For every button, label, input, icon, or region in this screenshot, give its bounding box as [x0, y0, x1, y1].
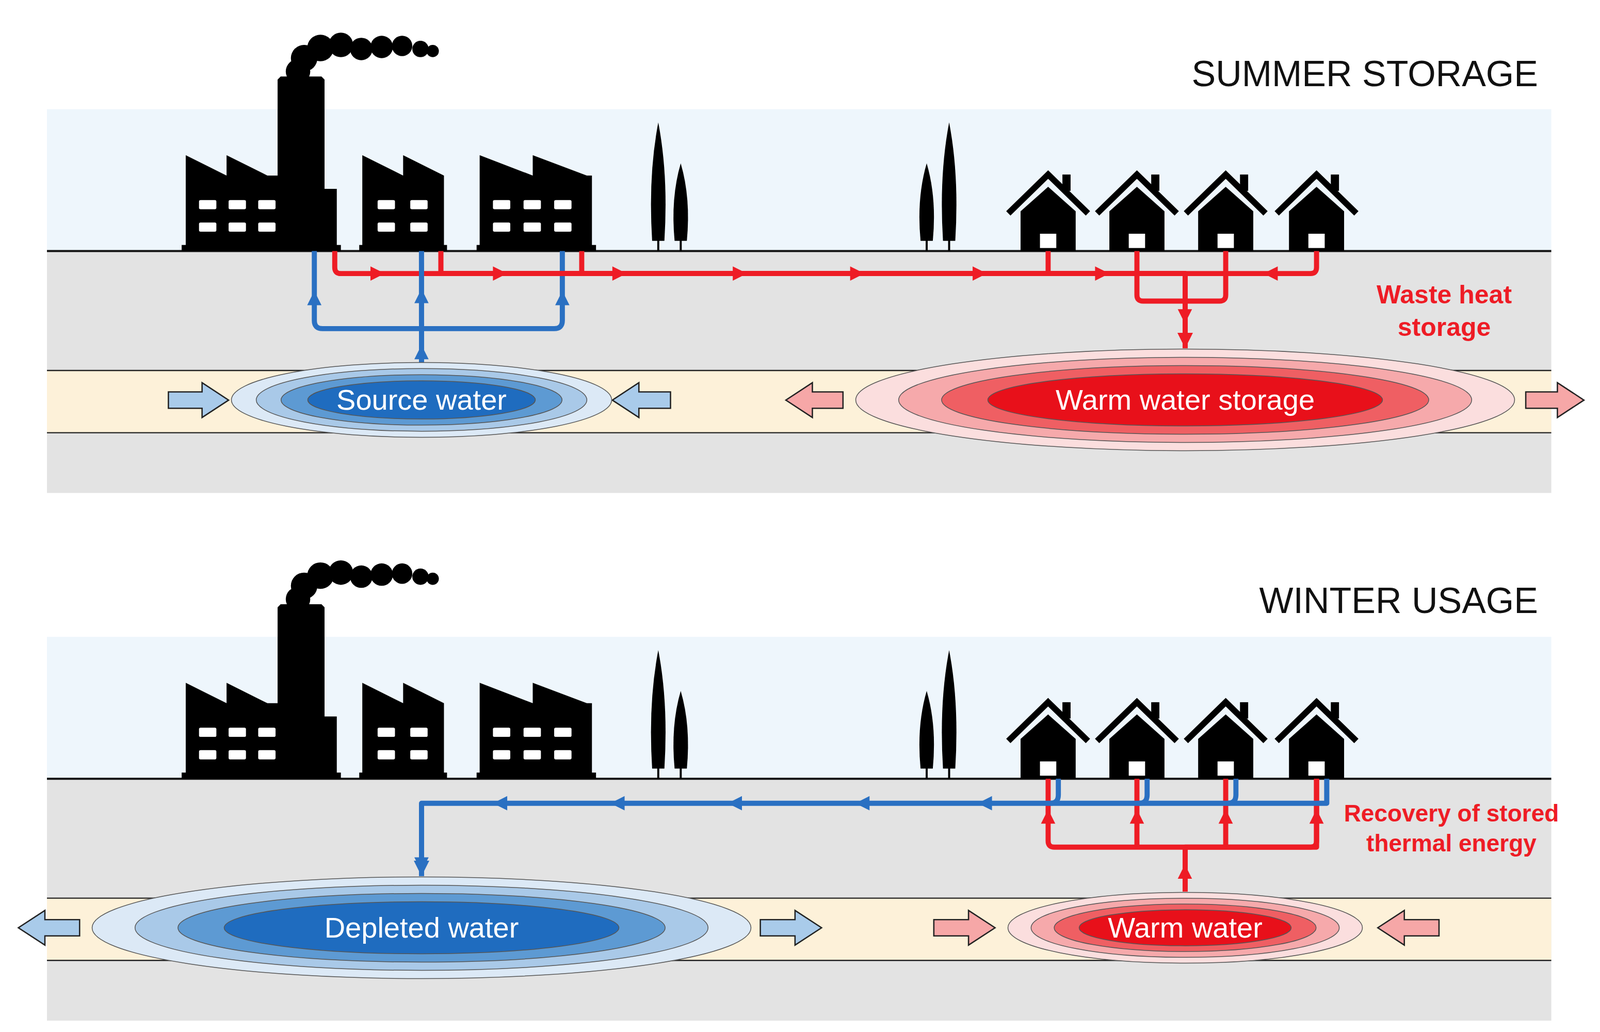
water-body: Source water [230, 361, 613, 439]
house-icon [1096, 174, 1177, 251]
scene-panel: Depleted waterWarm waterWINTER USAGE [46, 636, 1551, 1021]
water-ring [308, 380, 536, 419]
panel-heading: WINTER USAGE [1258, 580, 1539, 621]
summer-scene [46, 32, 1585, 493]
water-ring [988, 374, 1383, 427]
pipe [1227, 778, 1237, 803]
pipe [579, 251, 585, 274]
flow-block-arrow [1377, 910, 1440, 945]
flow-arrow [306, 291, 322, 306]
illustration-group [18, 32, 1585, 1021]
house-icon [1185, 702, 1266, 779]
water-label: Depleted water [324, 911, 520, 944]
tree-icon [941, 650, 957, 779]
flow-block-arrow [785, 382, 844, 418]
flow-arrow [1218, 809, 1234, 824]
tree-icon [651, 650, 666, 779]
water-ring [231, 362, 612, 438]
tree-icon [919, 690, 934, 779]
water-ring [281, 374, 563, 426]
flow-arrow [1129, 809, 1145, 824]
ground [46, 778, 1552, 1021]
water-label: Warm water [1107, 911, 1263, 944]
flow-block-arrow [933, 910, 996, 945]
pipe [334, 251, 442, 274]
water-ring [941, 365, 1429, 435]
tree-icon [651, 122, 666, 251]
pipe [1045, 251, 1051, 274]
process-note: Recovery of stored thermal energy [1337, 798, 1565, 859]
water-ring [178, 893, 666, 963]
flow-arrow [1263, 266, 1279, 281]
house-icon [1008, 702, 1088, 779]
house-icon [1096, 702, 1177, 779]
flow-block-arrow [18, 910, 80, 945]
pipe-segment [1185, 778, 1317, 892]
panel-heading: SUMMER STORAGE [1191, 54, 1539, 94]
tree-icon [673, 690, 688, 779]
pipe [1138, 778, 1147, 803]
water-ring [92, 877, 752, 979]
pipe [1184, 251, 1317, 274]
pipe-segment [421, 778, 1327, 877]
tree-icon [673, 163, 688, 251]
flow-arrow [555, 291, 570, 306]
flow-arrow [1041, 809, 1056, 824]
flow-block-arrow [1525, 382, 1585, 418]
flow-block-arrow [612, 382, 671, 418]
flow-arrow [370, 266, 385, 281]
pipe-connector [421, 778, 1327, 892]
pipe-segment [418, 251, 425, 362]
water-label: Source water [336, 383, 507, 416]
scene-panel: Source waterWarm water storageSUMMER STO… [46, 109, 1551, 492]
tree-icon [919, 163, 934, 251]
flow-block-arrow [760, 910, 822, 945]
ground [46, 251, 1552, 494]
house-icon [1276, 174, 1356, 251]
flow-block-arrow [168, 382, 229, 418]
water-body: Depleted water [91, 876, 752, 980]
water-ring [1008, 892, 1363, 964]
water-ring [855, 349, 1515, 451]
house-icon [1185, 174, 1266, 251]
pipe-connector [421, 251, 1186, 362]
factory-icon [181, 560, 596, 779]
water-ring [1054, 903, 1317, 952]
water-label: Warm water storage [1055, 383, 1315, 416]
winter-scene [18, 560, 1552, 1021]
house-icon [1008, 174, 1088, 251]
pipe [1047, 778, 1317, 848]
water-body: Warm water storage [854, 348, 1516, 452]
tree-icon [941, 122, 957, 251]
water-ring [898, 357, 1473, 443]
water-body: Warm water [1007, 891, 1364, 964]
pipe [1049, 778, 1059, 803]
water-ring [135, 885, 709, 971]
water-ring [224, 901, 620, 955]
pipe-segment [440, 251, 1186, 349]
house-icon [1276, 702, 1356, 779]
water-ring [1030, 898, 1339, 958]
water-ring [1079, 909, 1292, 946]
process-note: Waste heat storage [1340, 278, 1548, 344]
water-ring [256, 368, 588, 431]
factory-icon [181, 32, 596, 251]
